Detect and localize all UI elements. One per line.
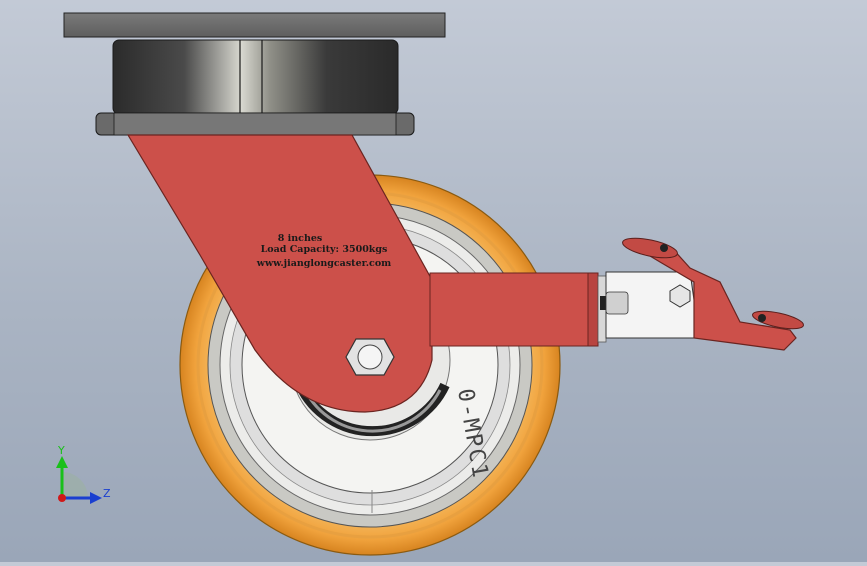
z-axis-label: Z [103, 487, 111, 500]
brake-pedal[interactable] [638, 247, 797, 351]
axle-nut[interactable] [345, 338, 395, 376]
brake-bolt [669, 284, 691, 308]
brake-arm[interactable] [429, 272, 591, 347]
top-plate[interactable] [63, 12, 446, 38]
view-triad[interactable]: Y Z [56, 444, 111, 504]
website-label: www.jianglongcaster.com [256, 258, 391, 269]
load-capacity-label: Load Capacity: 3500kgs [261, 244, 388, 255]
size-label: 8 inches [278, 233, 323, 244]
swivel-bearing[interactable] [112, 39, 399, 115]
y-axis-label: Y [57, 444, 65, 457]
x-axis-dot [58, 494, 66, 502]
